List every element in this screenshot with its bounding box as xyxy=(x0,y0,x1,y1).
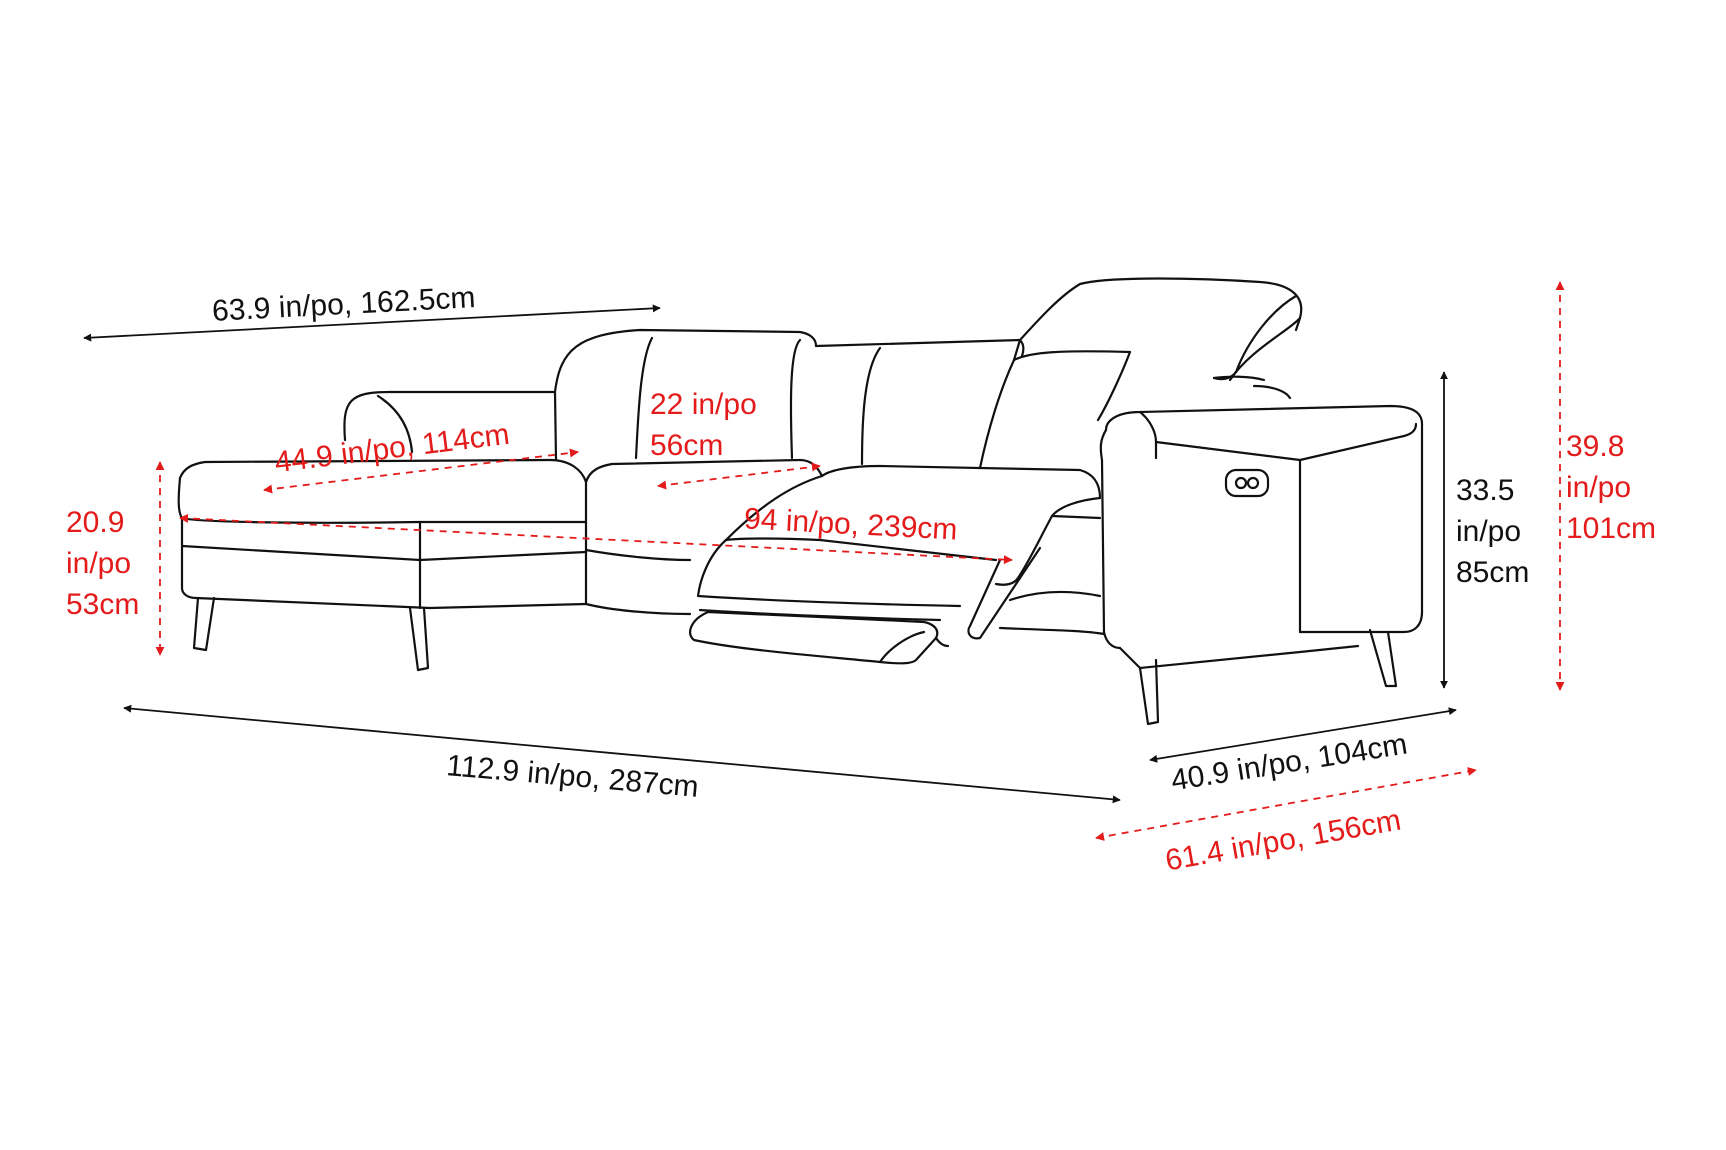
seat-depth-label: 22 in/po 56cm xyxy=(650,384,757,466)
seat-height-value: 20.9 xyxy=(66,506,125,539)
seat-depth-value: 22 in/po xyxy=(650,388,757,421)
height-label: 33.5 in/po 85cm xyxy=(1456,470,1529,593)
headrest-up-height-value: 39.8 xyxy=(1566,430,1625,463)
depth-line xyxy=(1149,707,1457,763)
height-metric: 85cm xyxy=(1456,556,1530,589)
height-value: 33.5 xyxy=(1456,474,1515,507)
headrest-up-height-unit: in/po xyxy=(1566,471,1632,504)
seat-height-metric: 53cm xyxy=(66,588,140,621)
seat-width-line xyxy=(179,513,1013,565)
chaise-width-line xyxy=(83,304,661,342)
height-unit: in/po xyxy=(1456,515,1522,548)
headrest-up-height-metric: 101cm xyxy=(1566,512,1657,545)
seat-height-unit: in/po xyxy=(66,547,132,580)
headrest-up-height-label: 39.8 in/po 101cm xyxy=(1566,426,1656,549)
seat-depth-line xyxy=(657,462,821,490)
detail-dimension-lines xyxy=(155,281,1565,842)
sofa-outline xyxy=(177,277,1424,726)
chaise-length-line xyxy=(263,448,579,494)
seat-depth-metric: 56cm xyxy=(650,429,724,462)
overall-width-line xyxy=(123,704,1121,804)
overall-dimension-lines xyxy=(83,304,1457,804)
seat-height-label: 20.9 in/po 53cm xyxy=(66,502,139,625)
power-recline-button-icon xyxy=(1224,468,1270,498)
